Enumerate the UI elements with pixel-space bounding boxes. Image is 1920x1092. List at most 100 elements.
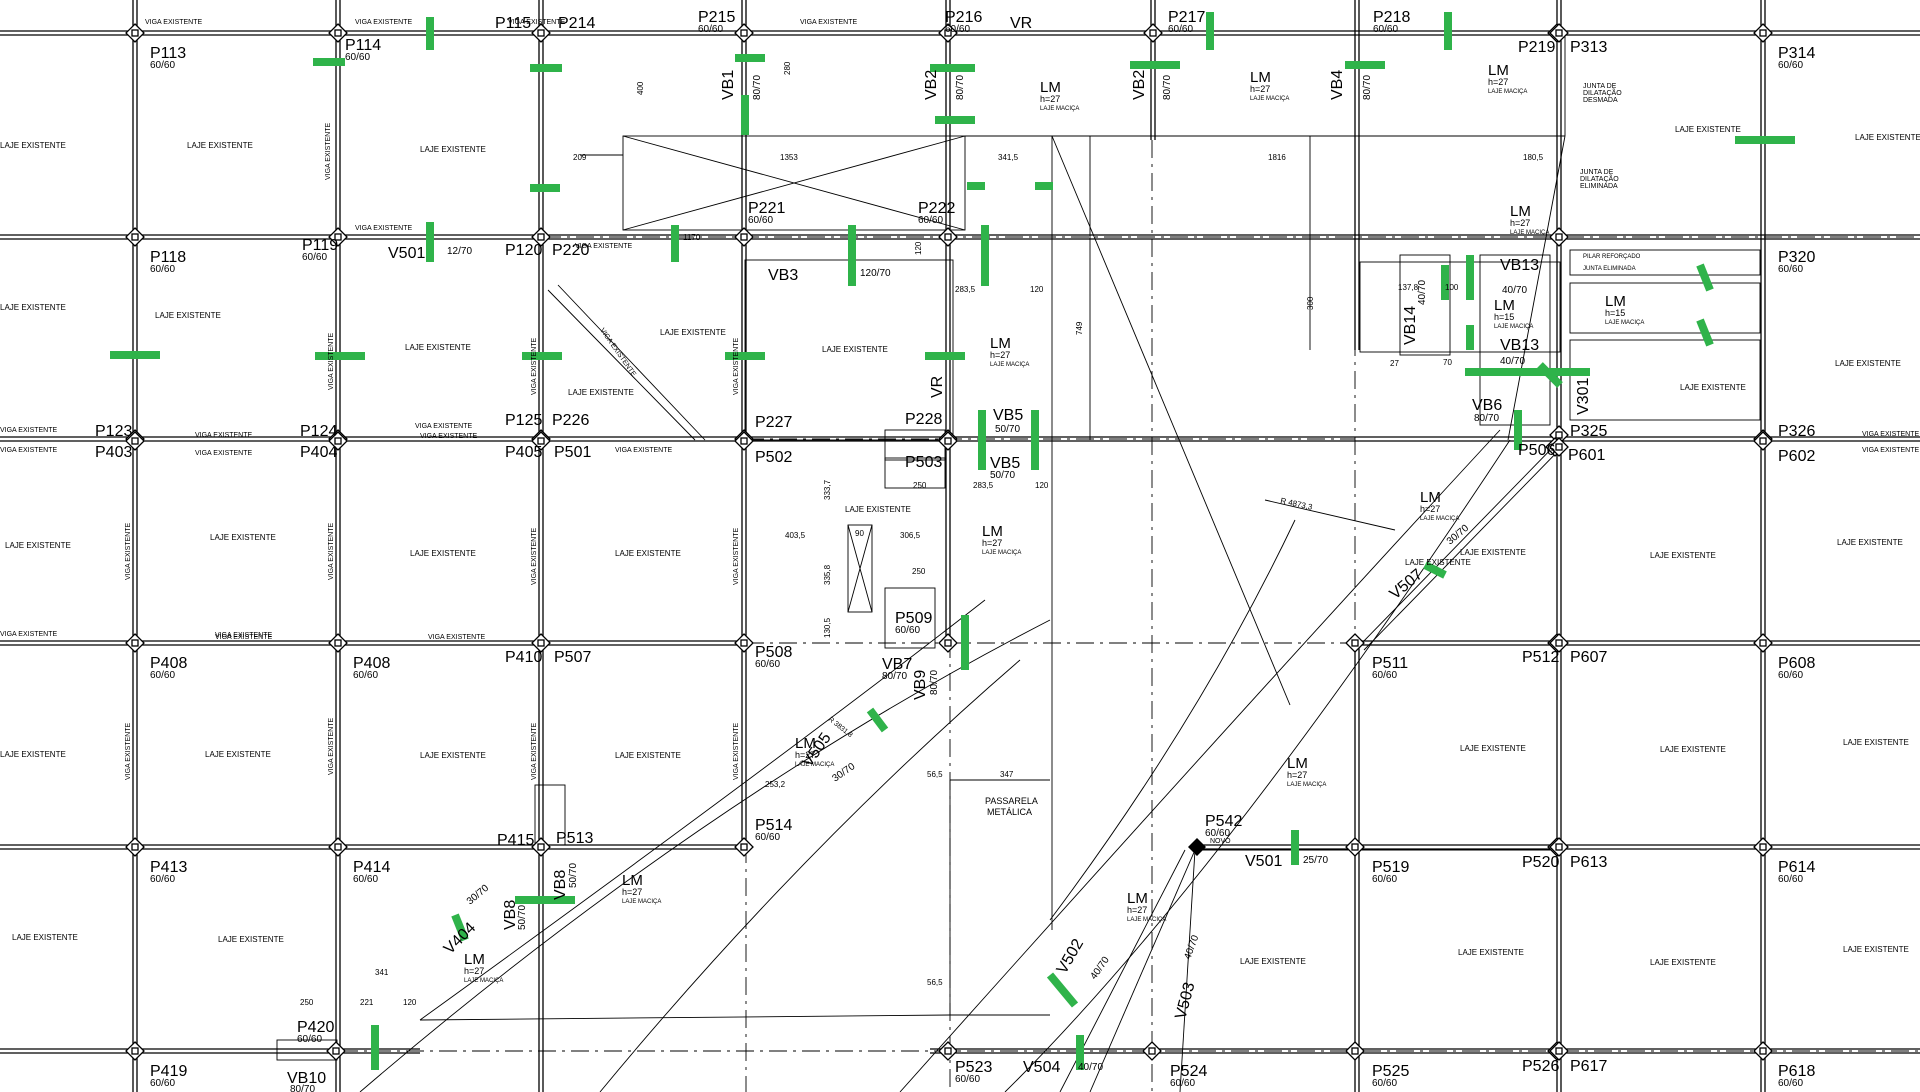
note-radius-2: R 3831,8	[827, 716, 854, 739]
existing-slab-label: LAJE EXISTENTE	[420, 145, 486, 154]
column-p216-label: P216	[945, 9, 982, 26]
dim-749: 749	[1075, 321, 1084, 335]
column-p114-core	[334, 29, 342, 37]
beam-vb13b-size: 40/70	[1500, 356, 1525, 367]
existing-slab-label: LAJE EXISTENTE	[568, 388, 634, 397]
beam-vb13b-label: VB13	[1500, 337, 1539, 354]
column-p222-core	[944, 233, 952, 241]
dim-4035: 403,5	[785, 531, 806, 540]
column-p511-size: 60/60	[1372, 670, 1397, 681]
slab-lm9-height: h=27	[982, 538, 1002, 548]
existing-beam-label: VIGA EXISTENTE	[575, 243, 633, 250]
column-p502-label: P502	[755, 449, 792, 466]
existing-beam-label: VIGA EXISTENTE	[328, 332, 335, 390]
slab-lm14-note: LAJE MACIÇA	[464, 978, 503, 984]
slab-lm5-height: h=27	[990, 350, 1010, 360]
beam-vb5b-size: 50/70	[990, 470, 1015, 481]
existing-beam-label: VIGA EXISTENTE	[800, 19, 858, 26]
column-p113-label: P113	[150, 45, 186, 62]
column-p320-core	[1555, 233, 1563, 241]
dim-1305: 130,5	[823, 617, 832, 638]
column-p123-label: P123	[95, 423, 132, 440]
dim-70: 70	[1443, 358, 1452, 367]
existing-slab-label: LAJE EXISTENTE	[1240, 957, 1306, 966]
slab-lm4-height: h=27	[1510, 218, 1530, 228]
column-p523-size: 60/60	[955, 1074, 980, 1085]
slab-lm10-note: LAJE MACIÇA	[795, 762, 834, 768]
column-p514-size: 60/60	[755, 832, 780, 843]
note-junta-eliminada-short: JUNTA ELIMINADA	[1583, 266, 1636, 272]
existing-beam-label: VIGA EXISTENTE	[0, 631, 58, 638]
beam-vb5a-label: VB5	[993, 407, 1023, 424]
column-p408b-size: 60/60	[353, 670, 378, 681]
column-p214-label: P214	[558, 15, 595, 32]
existing-slab-label: LAJE EXISTENTE	[0, 303, 66, 312]
beam-vb5b-label: VB5	[990, 455, 1020, 472]
existing-slab-label: LAJE EXISTENTE	[187, 141, 253, 150]
existing-beam-label: VIGA EXISTENTE	[355, 19, 413, 26]
note-junta-eliminada-3: ELIMINADA	[1580, 183, 1618, 190]
note-junta-eliminada-1: JUNTA DE	[1580, 169, 1614, 176]
existing-slab-label: LAJE EXISTENTE	[1460, 548, 1526, 557]
dim-1378: 137,8	[1398, 283, 1419, 292]
column-p222-size: 60/60	[918, 215, 943, 226]
column-p509-size: 60/60	[895, 625, 920, 636]
slab-lm13-note: LAJE MACIÇA	[1127, 917, 1166, 923]
dim-120a: 120	[1030, 285, 1044, 294]
column-p215-core	[740, 29, 748, 37]
existing-beam-label: VIGA EXISTENTE	[355, 225, 413, 232]
slab-lm12-note: LAJE MACIÇA	[622, 899, 661, 905]
column-p219-label: P219	[1518, 39, 1555, 56]
dim-565b: 56,5	[927, 978, 943, 987]
dim-400: 400	[636, 81, 645, 95]
dim-565a: 56,5	[927, 770, 943, 779]
dim-100: 100	[1445, 283, 1459, 292]
existing-beam-label: VIGA EXISTENTE	[531, 722, 538, 780]
column-p617-core	[1555, 1047, 1563, 1055]
column-p508-core	[740, 639, 748, 647]
column-p221-size: 60/60	[748, 215, 773, 226]
column-p420-label: P420	[297, 1019, 334, 1036]
column-p218-size: 60/60	[1373, 24, 1398, 35]
column-p414-label: P414	[353, 859, 390, 876]
column-p124-label: P124	[300, 423, 337, 440]
beam-v501a-size: 12/70	[447, 246, 472, 257]
existing-beam-label: VIGA EXISTENTE	[0, 447, 58, 454]
existing-beam-label: VIGA EXISTENTE	[531, 337, 538, 395]
dim-341: 341	[375, 968, 389, 977]
beam-v503-size: 40/70	[1182, 933, 1201, 961]
column-p511-core	[1351, 639, 1359, 647]
column-p519-label: P519	[1372, 859, 1409, 876]
beam-v501a-label: V501	[388, 245, 425, 262]
dim-27: 27	[1390, 359, 1399, 368]
beam-vb14-size: 40/70	[1417, 280, 1428, 305]
column-p218-label: P218	[1373, 9, 1410, 26]
beam-vb6-label: VB6	[1472, 397, 1502, 414]
column-p114-size: 60/60	[345, 52, 370, 63]
slab-lm12-label: LM	[622, 872, 643, 889]
column-p217-size: 60/60	[1168, 24, 1193, 35]
dim-1353: 1353	[780, 153, 798, 162]
existing-slab-label: LAJE EXISTENTE	[1650, 958, 1716, 967]
column-p405-label: P405	[505, 444, 542, 461]
column-p525-core	[1351, 1047, 1359, 1055]
slab-lm7-note: LAJE MACIÇA	[1605, 320, 1644, 326]
column-p602-label: P602	[1778, 448, 1815, 465]
slab-lm10-label: LM	[795, 735, 816, 752]
slab-lm2-note: LAJE MACIÇA	[1250, 96, 1289, 102]
axis-lines	[340, 140, 1920, 1092]
existing-slab-label: LAJE EXISTENTE	[210, 533, 276, 542]
column-p523-label: P523	[955, 1059, 992, 1076]
dim-347: 347	[1000, 770, 1014, 779]
existing-beam-label: VIGA EXISTENTE	[615, 447, 673, 454]
existing-beam-label: VIGA EXISTENTE	[0, 427, 58, 434]
dim-250b: 250	[912, 567, 926, 576]
dim-1805: 180,5	[1523, 153, 1544, 162]
column-symbols	[125, 23, 1773, 1061]
existing-beam-label: VIGA EXISTENTE	[328, 717, 335, 775]
slab-lm14-label: LM	[464, 951, 485, 968]
column-p613-label: P613	[1570, 854, 1607, 871]
beam-v504-label: V504	[1023, 1059, 1060, 1076]
dimensions: 1353 341,5 1816 180,5 209 283,5 120 749 …	[300, 61, 1544, 1007]
